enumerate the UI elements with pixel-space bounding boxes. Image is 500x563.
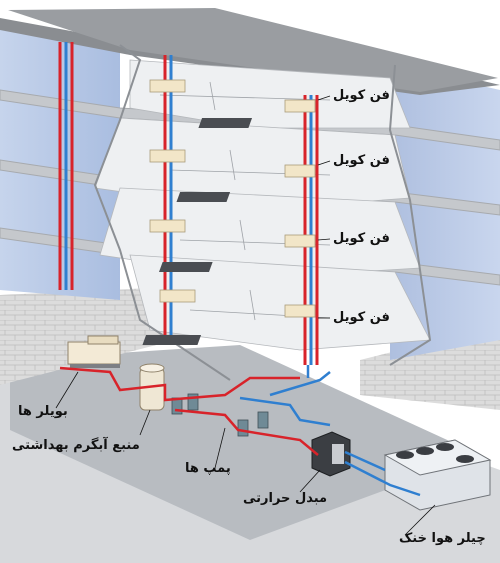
cutaway-edge-right (388, 64, 432, 366)
risers-left (58, 42, 74, 290)
label-heat-exchanger: مبدل حرارتی (243, 491, 328, 506)
label-fan-coil-3: فن کویل (333, 231, 390, 246)
basement-piping (59, 365, 421, 497)
floor-tables (142, 118, 253, 345)
basement-floor (10, 345, 480, 540)
pumps-unit (171, 393, 269, 437)
interior-floors (94, 59, 431, 351)
leader-lines (55, 95, 436, 536)
room-lines (159, 81, 331, 321)
label-hot-water-tank: منبع آبگرم بهداشتی (12, 438, 140, 453)
label-pumps: پمپ ها (185, 461, 231, 476)
label-air-cooled-chiller: چیلر هوا خنک (399, 531, 486, 546)
cutaway-edge (93, 44, 231, 381)
label-boilers: بویلر ها (18, 404, 68, 419)
label-fan-coil-1: فن کویل (333, 88, 390, 103)
label-fan-coil-4: فن کویل (333, 310, 390, 325)
boilers-unit (67, 335, 121, 368)
fan-coil-units (149, 79, 316, 318)
roof-top (8, 8, 498, 92)
heat-exchanger-unit (311, 431, 351, 477)
label-fan-coil-2: فن کویل (333, 153, 390, 168)
